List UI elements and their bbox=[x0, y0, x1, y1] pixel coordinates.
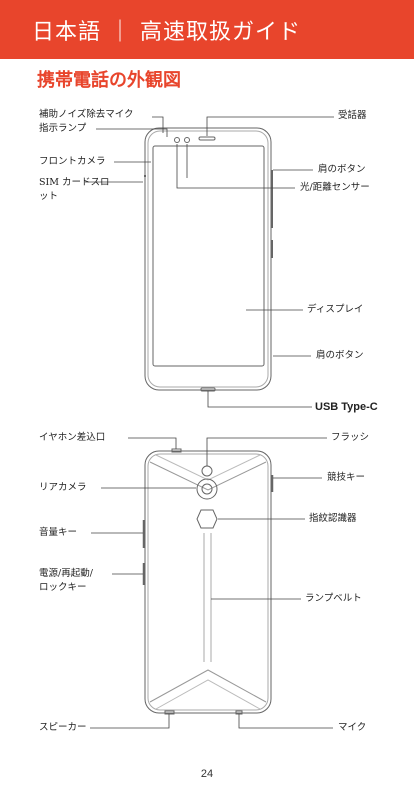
label-front-camera: フロントカメラ bbox=[39, 156, 106, 167]
flash-ring bbox=[201, 465, 213, 477]
rear-camera-outer bbox=[196, 478, 218, 500]
label-flash: フラッシ bbox=[331, 432, 370, 443]
back-top-v-shape bbox=[149, 461, 267, 491]
back-bottom-v-shape bbox=[149, 669, 267, 703]
front-camera-lens bbox=[174, 137, 180, 143]
label-power-1: 電源/再起動/ bbox=[39, 568, 93, 579]
label-sim-slot-1: SIM カードスロ bbox=[39, 177, 110, 188]
fingerprint-hexagon bbox=[196, 509, 218, 529]
label-power-2: ロックキー bbox=[39, 582, 87, 593]
label-mic: マイク bbox=[338, 722, 367, 733]
label-game-key: 競技キー bbox=[327, 472, 366, 483]
front-phone-inner-edge bbox=[147, 130, 269, 388]
label-receiver: 受話器 bbox=[338, 110, 367, 121]
light-sensor-dot bbox=[184, 137, 190, 143]
label-earphone: イヤホン差込口 bbox=[39, 432, 106, 443]
label-rear-camera: リアカメラ bbox=[39, 482, 87, 493]
header-bar: 日本語 ｜ 高速取扱ガイド bbox=[0, 0, 414, 59]
front-screen bbox=[152, 145, 265, 367]
label-sim-slot-2: ット bbox=[39, 191, 59, 202]
label-speaker: スピーカー bbox=[39, 722, 87, 733]
label-shoulder-button-bottom: 肩のボタン bbox=[316, 350, 364, 361]
front-receiver-slot bbox=[198, 136, 216, 141]
label-fingerprint: 指紋認識器 bbox=[309, 513, 357, 524]
rear-camera-inner bbox=[201, 483, 213, 495]
label-light-sensor: 光/距離センサー bbox=[300, 182, 370, 193]
label-light-belt: ランプベルト bbox=[305, 593, 362, 604]
header-title: 日本語 ｜ 高速取扱ガイド bbox=[32, 20, 301, 45]
back-phone-inner-edge bbox=[147, 453, 269, 711]
label-noise-mic: 補助ノイズ除去マイク bbox=[39, 109, 134, 120]
label-usb: USB Type-C bbox=[315, 401, 378, 413]
label-volume: 音量キー bbox=[39, 527, 78, 538]
earphone-port bbox=[171, 448, 182, 453]
label-shoulder-button-top: 肩のボタン bbox=[318, 164, 366, 175]
section-title: 携帯電話の外観図 bbox=[37, 70, 181, 91]
label-indicator: 指示ランプ bbox=[39, 123, 87, 134]
front-phone-body bbox=[144, 127, 272, 391]
speaker-grille bbox=[164, 710, 175, 715]
page-number: 24 bbox=[200, 768, 214, 780]
label-display: ディスプレイ bbox=[307, 304, 364, 315]
